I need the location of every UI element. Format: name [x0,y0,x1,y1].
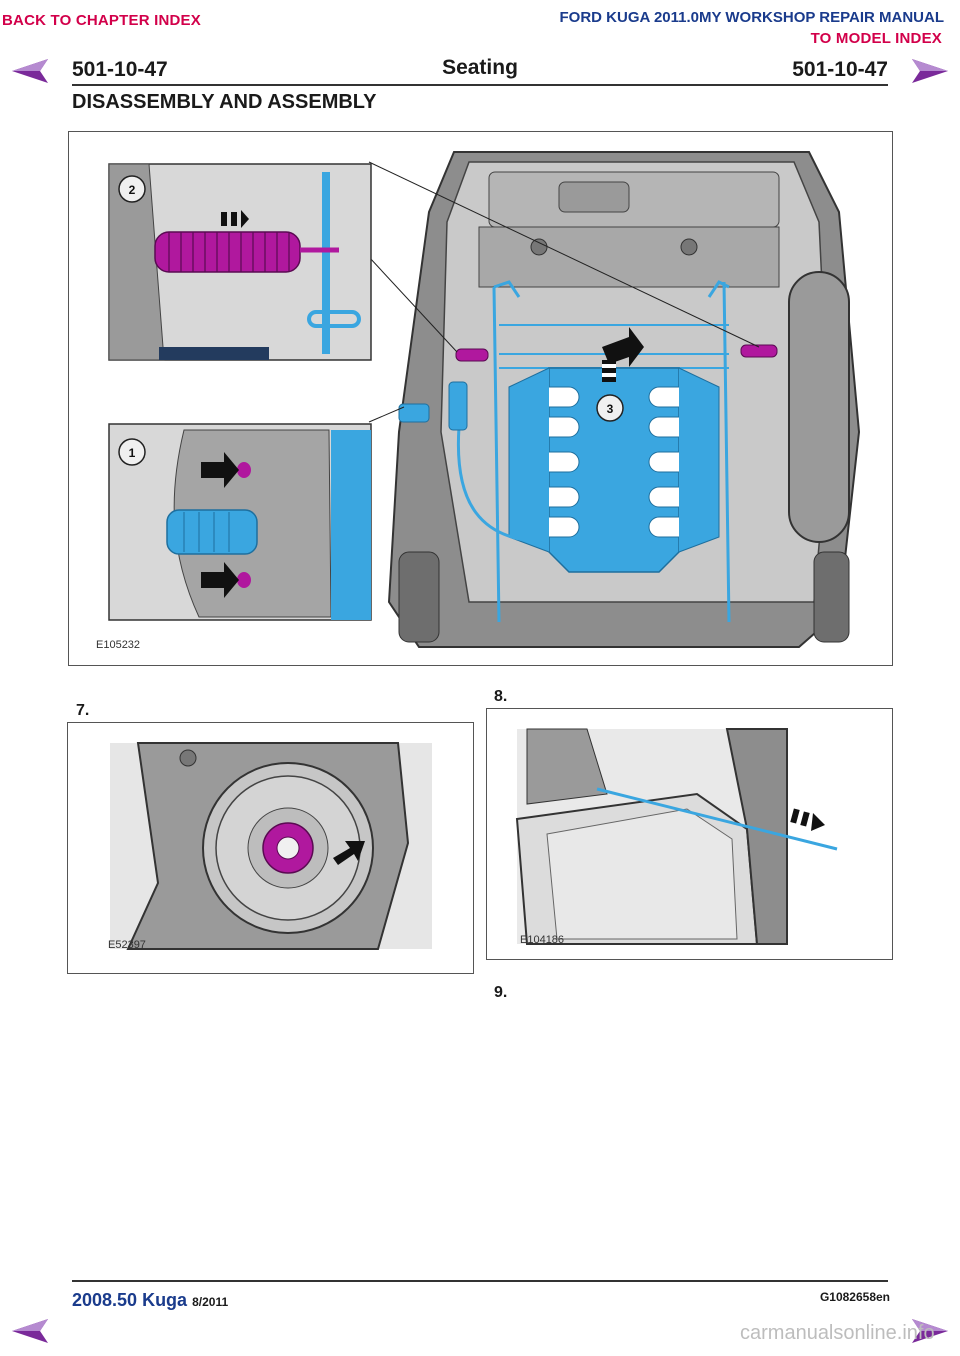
seat-cushion-rod-illustration [515,728,838,945]
footer-previous-page-arrow-icon[interactable] [10,1316,50,1346]
callout-1: 1 [129,446,136,460]
back-to-chapter-index-link[interactable]: BACK TO CHAPTER INDEX [2,12,201,29]
footer-date: 8/2011 [192,1295,229,1309]
callout-3: 3 [607,402,614,416]
seat-backrest-illustration: 2 1 3 [108,151,861,648]
figure-code-main: E105232 [96,639,141,651]
callout-2: 2 [129,183,136,197]
recliner-mechanism-illustration [110,742,432,950]
next-page-arrow-icon[interactable] [910,56,950,86]
step-9-number: 9. [494,984,508,1001]
watermark-text: carmanualsonline.info [740,1322,935,1344]
page-title: Seating [442,56,518,79]
footer-rule [72,1280,888,1282]
page-number-left: 501-10-47 [72,58,168,81]
to-model-index-link[interactable]: TO MODEL INDEX [810,30,942,47]
step-7-number: 7. [76,702,90,719]
main-figure: 2 1 3 E105232 [68,131,893,666]
step-8-figure: E104186 [486,708,893,960]
step-7-figure: E52397 [67,722,474,974]
footer-model: 2008.50 Kuga 8/2011 [72,1290,228,1311]
figure-code-step-8: E104186 [520,934,565,946]
footer-next-page-arrow-icon[interactable] [910,1316,950,1346]
step-8-number: 8. [494,688,508,705]
page-number-right: 501-10-47 [792,58,888,81]
footer-model-name: 2008.50 Kuga [72,1290,188,1310]
previous-page-arrow-icon[interactable] [10,56,50,86]
figure-code-step-7: E52397 [108,939,146,951]
section-title: DISASSEMBLY AND ASSEMBLY [72,91,377,113]
manual-title: FORD KUGA 2011.0MY WORKSHOP REPAIR MANUA… [559,9,945,26]
footer-doc-id: G1082658en [819,1290,890,1304]
header-rule [72,84,888,86]
